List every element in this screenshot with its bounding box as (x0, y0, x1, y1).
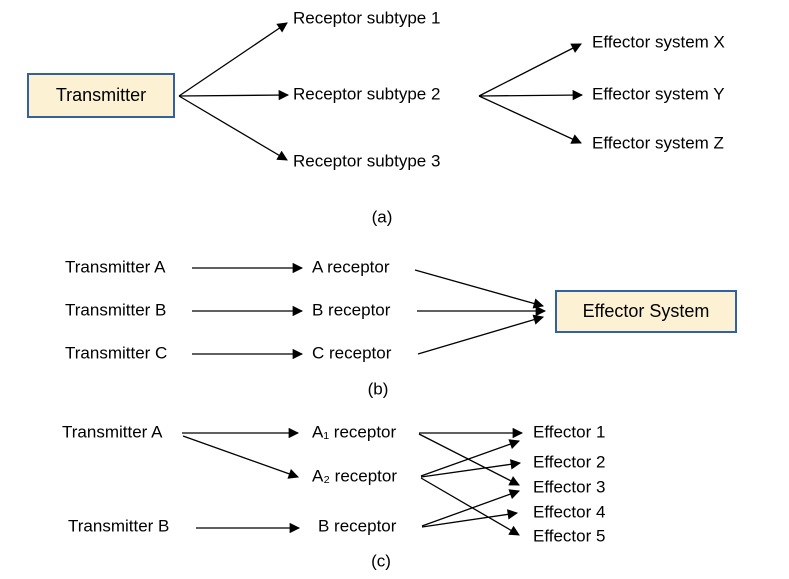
a2-receptor-label: A₂ receptor (312, 466, 398, 486)
transmitter-box: Transmitter (27, 73, 175, 118)
panel-c-arrows (182, 427, 524, 536)
panel-a-caption: (a) (371, 207, 393, 227)
receptor-subtype-1-label: Receptor subtype 1 (293, 8, 441, 28)
arrow-transmitter-a-to-a2-receptor (182, 435, 299, 479)
c-receptor-label: C receptor (312, 343, 392, 363)
arrow-transmitter-to-receptor-subtype-1 (178, 22, 288, 97)
a-receptor-label: A receptor (312, 257, 390, 277)
transmitter-a-label: Transmitter A (65, 257, 166, 277)
arrow-subtype2-to-effector-x (478, 43, 582, 97)
panel-c-caption: (c) (371, 551, 391, 571)
receptor-subtype-2-label: Receptor subtype 2 (293, 84, 441, 104)
b2-receptor-label: B receptor (318, 516, 397, 536)
b-receptor-label: B receptor (312, 300, 391, 320)
arrow-transmitter-to-receptor-subtype-2 (178, 89, 290, 101)
transmitter-c-label: Transmitter C (65, 343, 168, 363)
effector-1-label: Effector 1 (533, 422, 606, 442)
effector-system-x-label: Effector system X (592, 32, 725, 52)
transmitter-b2-label: Transmitter B (68, 516, 170, 536)
arrow-c-receptor-to-effector-system (417, 314, 544, 355)
panel-b-arrows (192, 262, 547, 360)
effector-system-z-label: Effector system Z (592, 133, 724, 153)
effector-system-box: Effector System (555, 290, 737, 333)
panel-b-caption: (b) (367, 379, 389, 399)
effector-system-box-label: Effector System (582, 301, 710, 321)
arrow-a2-receptor-to-effector-1 (420, 439, 520, 477)
effector-3-label: Effector 3 (533, 477, 606, 497)
arrow-a-receptor-to-effector-system (414, 269, 545, 309)
arrow-b-receptor-to-effector-3 (421, 489, 520, 527)
transmitter-box-label: Transmitter (55, 85, 147, 105)
effector-2-label: Effector 2 (533, 452, 606, 472)
transmitter-a2-label: Transmitter A (62, 422, 163, 442)
panel-a-arrows (178, 22, 584, 161)
effector-5-label: Effector 5 (533, 526, 606, 546)
arrow-a2-receptor-to-effector-5 (420, 477, 520, 536)
transmitter-b-label: Transmitter B (65, 300, 167, 320)
arrow-subtype2-to-effector-z (478, 95, 582, 144)
a1-receptor-label: A₁ receptor (312, 422, 397, 442)
arrow-a2-receptor-to-effector-2 (420, 459, 522, 478)
effector-4-label: Effector 4 (533, 502, 606, 522)
arrow-subtype2-to-effector-y (478, 89, 584, 101)
arrow-transmitter-to-receptor-subtype-3 (178, 95, 288, 161)
receptor-subtype-3-label: Receptor subtype 3 (293, 151, 441, 171)
arrow-b-receptor-to-effector-4 (421, 509, 519, 528)
effector-system-y-label: Effector system Y (592, 84, 725, 104)
